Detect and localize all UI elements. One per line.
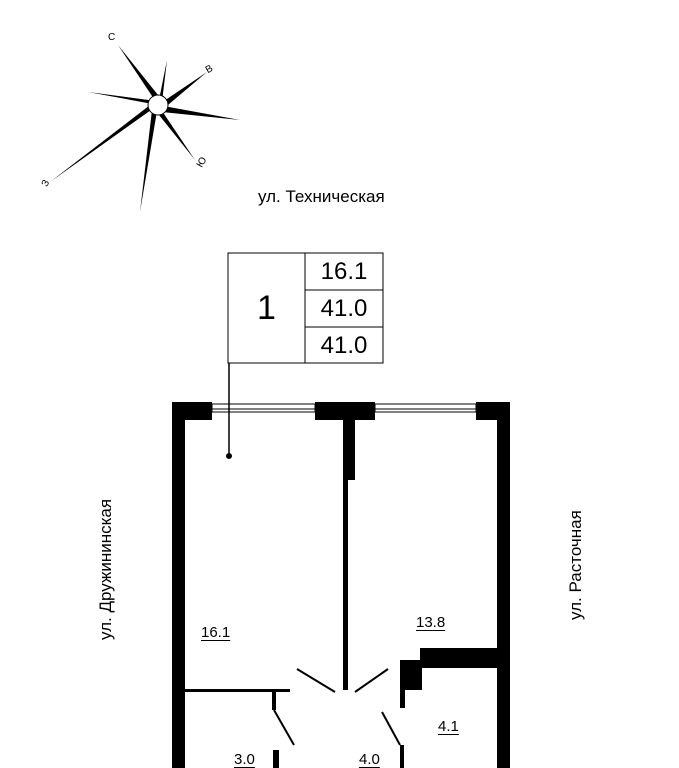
street-label-right: ул. Расточная: [566, 510, 585, 620]
legend-apartment-number: 1: [257, 288, 276, 327]
legend-box: [226, 252, 384, 459]
legend-living-area: 16.1: [320, 257, 368, 285]
legend-total-area-balcony: 41.0: [320, 331, 368, 359]
room-area-hallway: 4.0: [359, 751, 380, 768]
street-label-left: ул. Дружининская: [96, 498, 115, 640]
room-area-kitchen: 13.8: [416, 614, 446, 631]
room-area-bathroom: 4.1: [438, 718, 459, 735]
room-area-storage: 3.0: [234, 751, 255, 768]
room-area-living: 16.1: [201, 624, 231, 641]
windows: [211, 403, 477, 413]
compass-rose-icon: [50, 45, 240, 212]
compass-north-label: С: [108, 32, 116, 43]
legend-total-area: 41.0: [320, 294, 368, 322]
doors: [273, 668, 401, 746]
walls: [172, 402, 510, 768]
street-label-top: ул. Техническая: [258, 187, 385, 206]
